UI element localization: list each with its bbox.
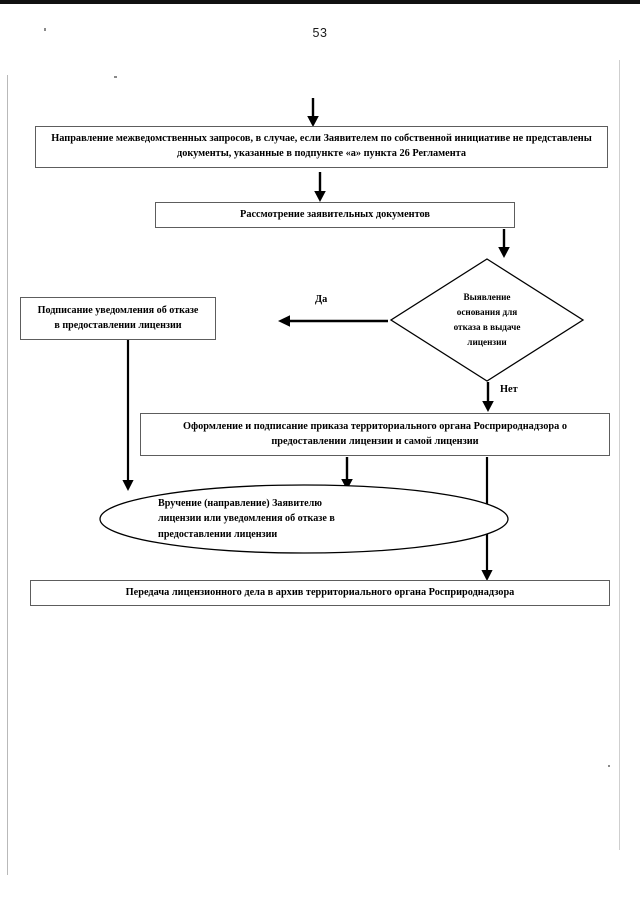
connector-arrow-review-to-decision xyxy=(494,229,514,259)
branch-label-yes: Да xyxy=(315,294,328,305)
connector-arrow-refusal-to-delivery xyxy=(118,340,138,492)
node-interagency-requests-label: Направление межведомственных запросов, в… xyxy=(51,133,592,159)
node-interagency-requests: Направление межведомственных запросов, в… xyxy=(35,126,608,168)
connector-arrow-decision-yes-to-refusal xyxy=(276,313,388,329)
connector-arrow-order-to-delivery xyxy=(337,457,357,491)
scan-artifact-top-bar xyxy=(0,0,640,4)
scan-artifact-left-edge xyxy=(7,75,8,875)
node-decision-refusal-grounds: Выявление основания для отказа в выдаче … xyxy=(389,257,585,383)
branch-label-no: Нет xyxy=(500,384,518,395)
node-transfer-to-archive-label: Передача лицензионного дела в архив терр… xyxy=(125,586,515,598)
page-number: 53 xyxy=(312,26,328,40)
connector-arrow-into-interagency-requests xyxy=(303,98,323,128)
scan-speck xyxy=(114,76,117,78)
node-issue-order-and-license: Оформление и подписание приказа территор… xyxy=(140,413,610,456)
scan-speck xyxy=(608,765,610,767)
scan-speck xyxy=(44,28,46,31)
node-issue-order-and-license-label: Оформление и подписание приказа территор… xyxy=(183,420,567,447)
node-transfer-to-archive: Передача лицензионного дела в архив терр… xyxy=(30,580,610,606)
node-sign-refusal-notice: Подписание уведомления об отказе в предо… xyxy=(20,297,216,340)
scan-artifact-right-edge xyxy=(619,60,620,850)
connector-arrow-requests-to-review xyxy=(310,172,330,202)
node-deliver-to-applicant: Вручение (направление) Заявителю лицензи… xyxy=(98,483,510,555)
node-review-documents-label: Рассмотрение заявительных документов xyxy=(240,208,430,220)
node-sign-refusal-notice-label: Подписание уведомления об отказе в предо… xyxy=(29,304,207,333)
node-review-documents: Рассмотрение заявительных документов xyxy=(155,202,515,228)
refusal-line-1: Подписание уведомления об отказе xyxy=(37,305,199,317)
connector-arrow-decision-no-to-order xyxy=(478,382,498,413)
refusal-line-2: в предоставлении лицензии xyxy=(54,319,182,331)
